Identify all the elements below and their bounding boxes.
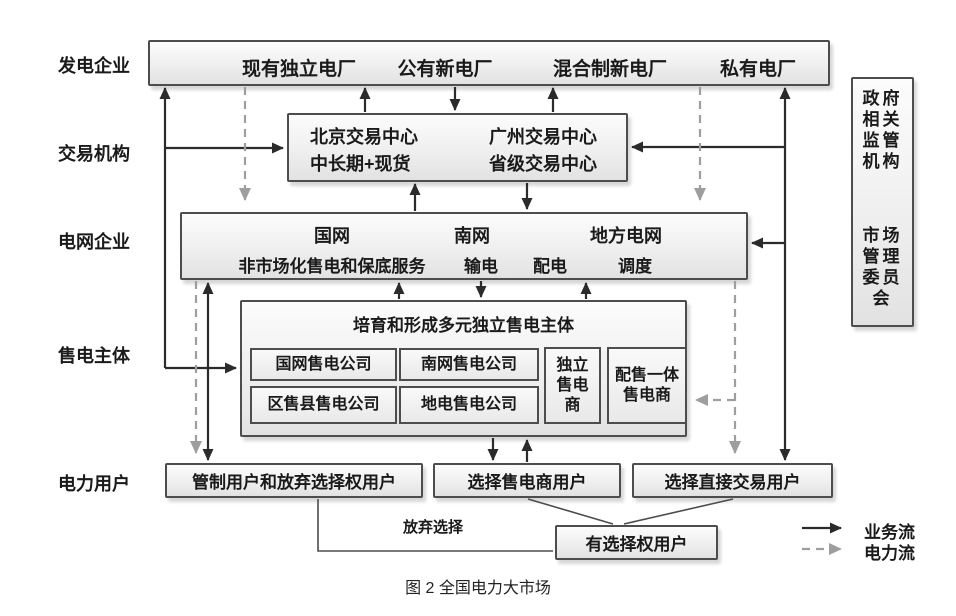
seller-independent: 独立售电商	[544, 347, 601, 424]
row-label-selling: 售电主体	[58, 346, 130, 366]
row-label-generation: 发电企业	[58, 56, 130, 76]
trading-guangzhou-line2: 省级交易中心	[489, 154, 597, 174]
grid-transmission: 输电	[464, 257, 498, 276]
generation-box: 现有独立电厂 公有新电厂 混合制新电厂 私有电厂	[148, 40, 830, 86]
users-regulated-box: 管制用户和放弃选择权用户	[165, 463, 423, 498]
give-up-choice-label: 放弃选择	[402, 519, 464, 536]
selling-title: 培育和形成多元独立售电主体	[353, 316, 574, 335]
seller-csg-retail: 南网售电公司	[399, 348, 539, 381]
users-retail-choice-box: 选择售电商用户	[433, 463, 621, 498]
trading-box: 北京交易中心 中长期+现货 广州交易中心 省级交易中心	[287, 113, 628, 182]
trading-beijing-column: 北京交易中心 中长期+现货	[310, 124, 418, 178]
trading-guangzhou-line1: 广州交易中心	[489, 127, 597, 147]
legend-power-flow-label: 电力流	[864, 544, 915, 563]
row-label-trading: 交易机构	[58, 144, 130, 164]
regulator-committee: 市场管理委员会	[862, 226, 903, 308]
selling-box: 培育和形成多元独立售电主体 国网售电公司 南网售电公司 区售县售电公司 地电售电…	[240, 300, 687, 437]
plant-mixed-new: 混合制新电厂	[552, 59, 668, 80]
regulator-government: 政府相关监管机构	[862, 89, 903, 171]
grid-csg: 南网	[454, 226, 490, 246]
row-label-grid: 电网企业	[58, 232, 130, 252]
trading-guangzhou-column: 广州交易中心 省级交易中心	[489, 124, 597, 178]
users-direct-trade-box: 选择直接交易用户	[632, 463, 833, 498]
row-label-users: 电力用户	[58, 474, 130, 494]
line-direct-to-choice-users	[623, 498, 734, 525]
grid-dispatch: 调度	[618, 257, 652, 276]
trading-beijing-line2: 中长期+现货	[310, 154, 411, 174]
grid-box: 国网 南网 地方电网 非市场化售电和保底服务 输电 配电 调度	[180, 212, 748, 280]
seller-county-retail: 区售县售电公司	[250, 386, 397, 424]
seller-local-retail: 地电售电公司	[399, 386, 539, 424]
plant-public-new: 公有新电厂	[397, 59, 493, 80]
grid-sgcc: 国网	[314, 226, 350, 246]
regulator-box: 政府相关监管机构 市场管理委员会	[851, 77, 914, 327]
figure-caption: 图 2 全国电力大市场	[405, 580, 551, 597]
seller-integrated: 配售一体售电商	[607, 347, 687, 424]
seller-sgcc-retail: 国网售电公司	[250, 348, 397, 381]
grid-nonmarket-service: 非市场化售电和保底服务	[238, 257, 426, 276]
plant-private: 私有电厂	[719, 59, 797, 80]
grid-local: 地方电网	[590, 226, 662, 246]
trading-beijing-line1: 北京交易中心	[310, 127, 418, 147]
line-retail-to-choice-users	[527, 498, 614, 525]
legend-business-flow-label: 业务流	[864, 523, 915, 542]
grid-distribution: 配电	[533, 257, 567, 276]
users-with-choice-box: 有选择权用户	[555, 525, 718, 560]
plant-existing-independent: 现有独立电厂	[241, 59, 357, 80]
